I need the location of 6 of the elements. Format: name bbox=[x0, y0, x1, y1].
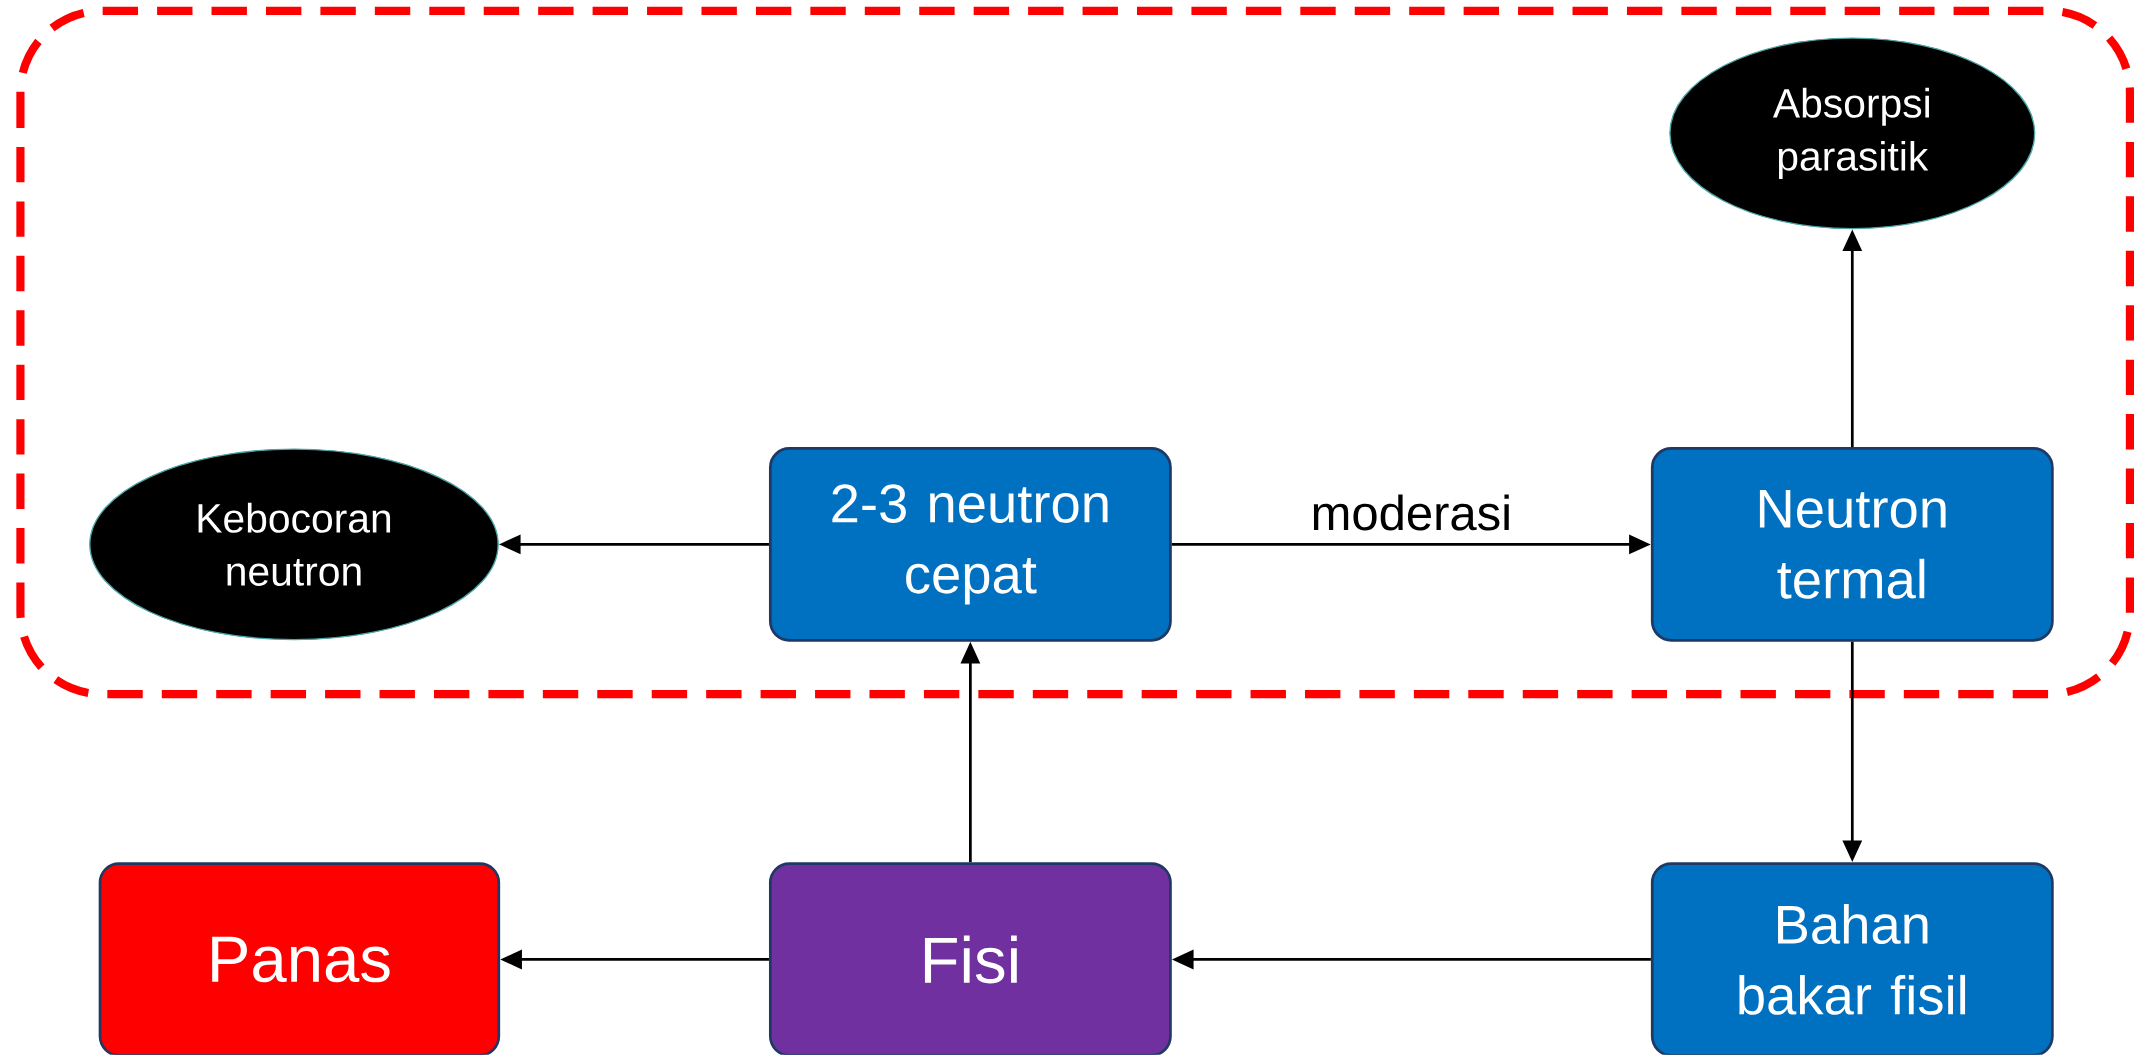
process-box: Neutron termal bbox=[1650, 447, 2054, 642]
process-box: Bahan bakar fisil bbox=[1650, 862, 2054, 1055]
process-box: 2-3 neutron cepat bbox=[768, 447, 1172, 642]
process-box: Panas bbox=[98, 862, 501, 1055]
process-box: Fisi bbox=[768, 862, 1172, 1055]
edge-label: moderasi bbox=[1307, 491, 1515, 534]
